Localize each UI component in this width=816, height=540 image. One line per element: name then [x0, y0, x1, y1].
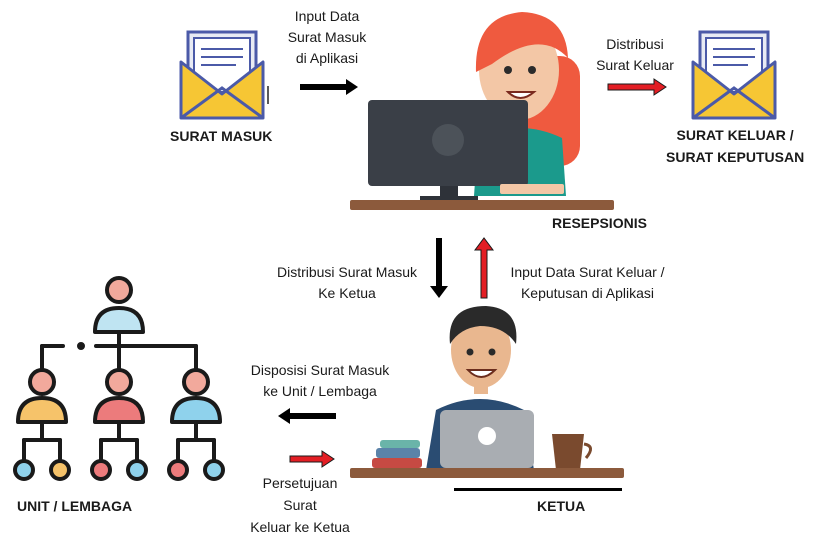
unit-lembaga-label: UNIT / LEMBAGA — [17, 498, 133, 514]
arrow-input-surat-keluar — [474, 237, 494, 299]
unit-lembaga-org-icon — [13, 276, 225, 481]
flow-distribusi-ke-ketua-label: Distribusi Surat Masuk Ke Ketua — [257, 262, 437, 304]
arrow-distribusi-surat-keluar — [607, 78, 667, 96]
surat-masuk-label: SURAT MASUK — [170, 128, 273, 144]
flow-line: Ke Ketua — [318, 285, 376, 301]
surat-keluar-label-line1: SURAT KELUAR / — [676, 127, 794, 143]
flow-line: Distribusi — [606, 36, 664, 52]
ketua-label: KETUA — [537, 498, 586, 514]
flow-persetujuan-label: Persetujuan Surat Keluar ke Ketua — [238, 472, 362, 538]
flow-line: Keluar ke Ketua — [250, 519, 350, 535]
surat-keluar-envelope-icon — [691, 30, 777, 120]
arrow-input-surat-masuk — [300, 79, 358, 95]
flow-line: Surat — [283, 497, 317, 513]
arrow-distribusi-ke-ketua — [430, 238, 448, 298]
surat-masuk-envelope-icon — [179, 30, 265, 120]
flow-line: Disposisi Surat Masuk — [250, 362, 390, 378]
flow-line: di Aplikasi — [295, 50, 359, 66]
flow-distribusi-surat-keluar-label: Distribusi Surat Keluar — [585, 34, 685, 76]
flow-input-surat-masuk-label: Input Data Surat Masuk di Aplikasi — [272, 6, 382, 69]
arrow-persetujuan — [289, 450, 335, 468]
flow-line: Input Data Surat Keluar / — [510, 264, 665, 280]
resepsionis-label: RESEPSIONIS — [552, 215, 647, 231]
surat-keluar-label: SURAT KELUAR / SURAT KEPUTUSAN — [666, 124, 804, 168]
flow-disposisi-label: Disposisi Surat Masuk ke Unit / Lembaga — [235, 360, 405, 402]
flow-line: Keputusan di Aplikasi — [520, 285, 655, 301]
flow-input-surat-keluar-label: Input Data Surat Keluar / Keputusan di A… — [490, 262, 685, 304]
flow-line: ke Unit / Lembaga — [263, 383, 377, 399]
ketua-illustration — [350, 306, 624, 491]
flow-line: Distribusi Surat Masuk — [276, 264, 418, 280]
arrow-disposisi — [278, 408, 336, 424]
resepsionis-illustration — [350, 12, 614, 210]
flow-line: Input Data — [294, 8, 360, 24]
flow-line: Surat Masuk — [287, 29, 367, 45]
flow-line: Persetujuan — [262, 475, 338, 491]
surat-keluar-label-line2: SURAT KEPUTUSAN — [666, 149, 805, 165]
flow-line: Surat Keluar — [596, 57, 674, 73]
